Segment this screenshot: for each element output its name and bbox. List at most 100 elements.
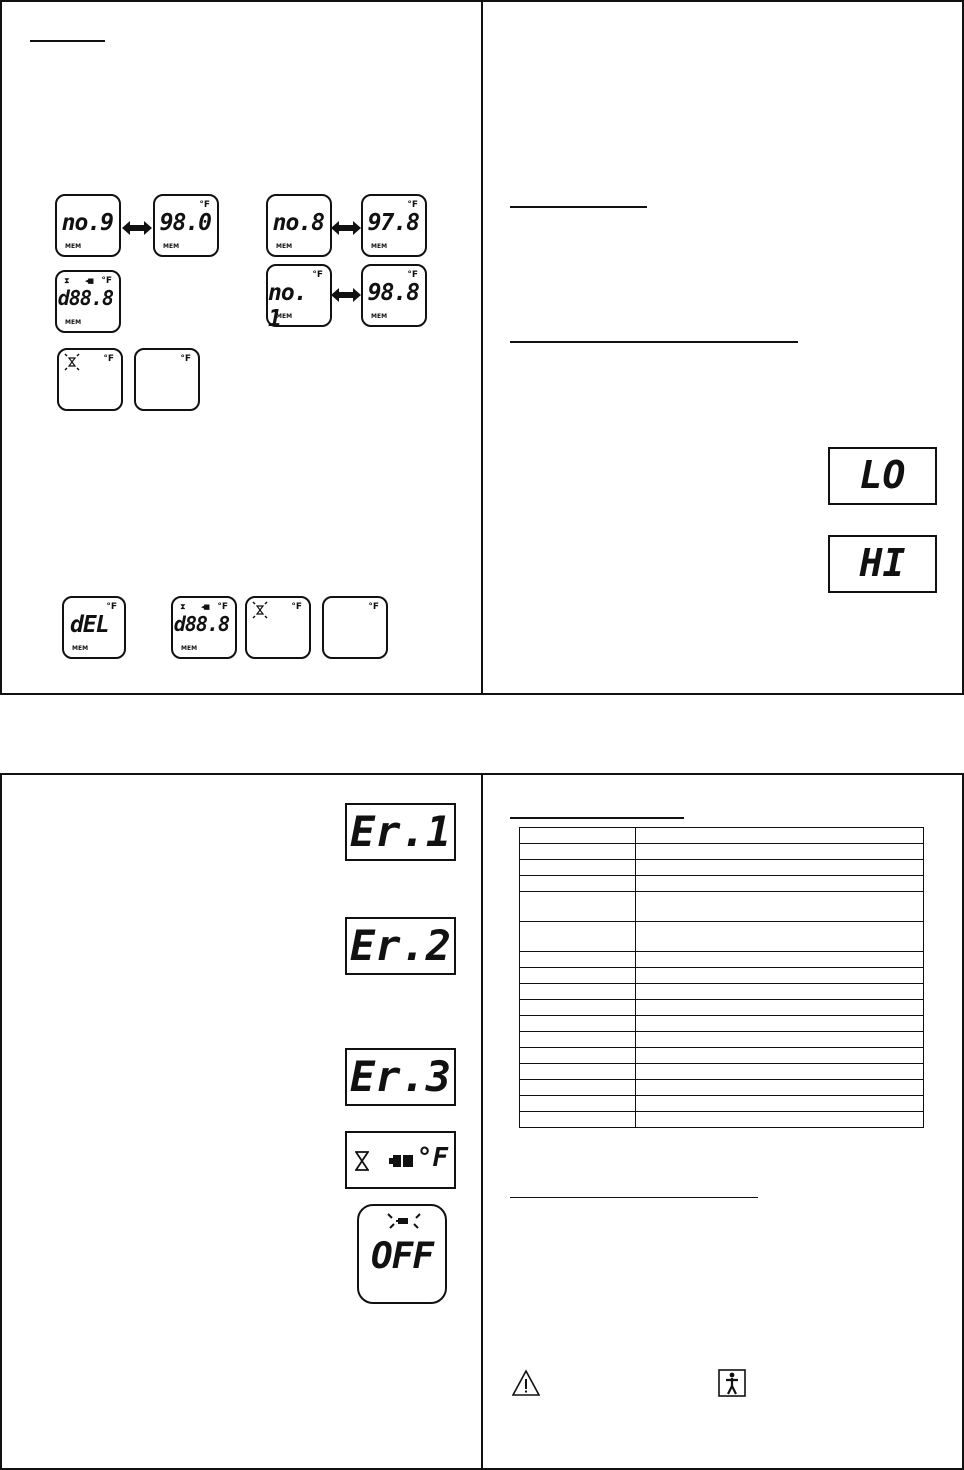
- table-cell-label: [519, 1095, 636, 1112]
- lcd-ready: °F: [322, 596, 388, 659]
- lcd-delete: °F dEL MEM: [62, 596, 126, 659]
- lcd-ready-blinking: °F: [245, 596, 311, 659]
- fahrenheit-label: °F: [101, 276, 112, 286]
- table-row: [519, 967, 924, 984]
- lcd-temp-98-0: °F 98.0 MEM: [153, 194, 219, 257]
- table-cell-label: [519, 1015, 636, 1032]
- table-cell-value: [635, 951, 924, 968]
- fahrenheit-label: °F: [217, 602, 228, 612]
- double-arrow-icon: [331, 221, 361, 235]
- section-underline: [510, 817, 684, 819]
- lcd-value: 98.0: [159, 210, 212, 236]
- table-row: [519, 859, 924, 876]
- battery-icon: ◂■: [85, 277, 94, 285]
- fahrenheit-label: °F: [291, 602, 302, 612]
- table-cell-value: [635, 827, 924, 844]
- table-cell-label: [519, 983, 636, 1000]
- table-cell-label: [519, 827, 636, 844]
- fahrenheit-label: °F: [407, 200, 418, 210]
- mem-label: MEM: [65, 243, 82, 250]
- table-cell-label: [519, 875, 636, 892]
- table-row: [519, 1063, 924, 1080]
- double-arrow-icon: [122, 221, 152, 235]
- table-cell-label: [519, 1079, 636, 1096]
- hourglass-icon: [355, 1151, 369, 1171]
- lcd-value: no.8: [272, 210, 325, 236]
- mem-label: MEM: [181, 645, 198, 652]
- table-row: [519, 1095, 924, 1112]
- table-cell-value: [635, 999, 924, 1016]
- lcd-status-icons: °F: [345, 1131, 456, 1189]
- type-b-applied-part-icon: [718, 1369, 746, 1397]
- fahrenheit-label: °F: [312, 270, 323, 280]
- table-row: [519, 1015, 924, 1032]
- blinking-hourglass-icon: [64, 353, 80, 371]
- lcd-value: no. 1: [268, 280, 308, 332]
- panel-bottom-left: [0, 773, 483, 1470]
- table-cell-value: [635, 843, 924, 860]
- table-row: [519, 875, 924, 892]
- table-cell-value: [635, 859, 924, 876]
- fahrenheit-label: °F: [180, 354, 191, 364]
- lcd-low-reading: LO: [828, 447, 937, 505]
- table-cell-label: [519, 891, 636, 922]
- lcd-ready-blinking: °F: [57, 348, 123, 411]
- table-cell-label: [519, 951, 636, 968]
- table-row: [519, 951, 924, 968]
- double-arrow-icon: [331, 288, 361, 302]
- table-cell-value: [635, 967, 924, 984]
- table-cell-label: [519, 843, 636, 860]
- table-cell-value: [635, 1079, 924, 1096]
- lcd-value: Er.2: [349, 921, 452, 970]
- lcd-ready: °F: [134, 348, 200, 411]
- mem-label: MEM: [371, 313, 388, 320]
- lcd-memory-no8: no.8 MEM: [266, 194, 332, 257]
- lcd-value: no.9: [61, 210, 114, 236]
- table-cell-label: [519, 859, 636, 876]
- table-row: [519, 999, 924, 1016]
- mem-label: MEM: [276, 243, 293, 250]
- lcd-value: HI: [859, 541, 906, 585]
- table-cell-value: [635, 1047, 924, 1064]
- lcd-value: OFF: [370, 1236, 434, 1277]
- table-cell-label: [519, 1111, 636, 1128]
- hourglass-icon: ⧗: [180, 602, 186, 611]
- table-row: [519, 921, 924, 952]
- fahrenheit-label: °F: [407, 270, 418, 280]
- table-cell-value: [635, 875, 924, 892]
- panel-bottom-right: [481, 773, 964, 1470]
- fahrenheit-label: °F: [416, 1143, 448, 1173]
- lcd-memory-no9: no.9 MEM: [55, 194, 121, 257]
- panel-top-right: [481, 0, 964, 695]
- table-cell-value: [635, 1063, 924, 1080]
- warning-triangle-icon: [512, 1369, 540, 1396]
- lcd-temp-97-8: °F 97.8 MEM: [361, 194, 427, 257]
- table-row: [519, 1111, 924, 1128]
- lcd-value: Er.3: [349, 1052, 452, 1101]
- mem-label: MEM: [163, 243, 180, 250]
- section-underline: [510, 341, 798, 343]
- mem-label: MEM: [65, 319, 82, 326]
- table-cell-value: [635, 1095, 924, 1112]
- lcd-temp-98-8: °F 98.8 MEM: [361, 264, 427, 327]
- table-row: [519, 983, 924, 1000]
- table-cell-value: [635, 1015, 924, 1032]
- table-cell-value: [635, 1031, 924, 1048]
- table-cell-value: [635, 891, 924, 922]
- table-cell-label: [519, 1047, 636, 1064]
- table-row: [519, 1031, 924, 1048]
- battery-icon: ◂■: [201, 603, 210, 611]
- lcd-error-2: Er.2: [345, 917, 456, 975]
- section-underline: [510, 1197, 758, 1198]
- lcd-value: d88.8: [57, 286, 114, 310]
- table-cell-label: [519, 967, 636, 984]
- lcd-value: LO: [859, 453, 906, 497]
- fahrenheit-label: °F: [199, 200, 210, 210]
- blinking-hourglass-icon: [252, 601, 268, 619]
- section-underline: [30, 40, 105, 42]
- lcd-full-display: ⧗ ◂■ °F d88.8 MEM: [55, 270, 121, 333]
- table-cell-label: [519, 1031, 636, 1048]
- lcd-value: Er.1: [349, 807, 452, 856]
- lcd-error-3: Er.3: [345, 1048, 456, 1106]
- lcd-value: d88.8: [173, 612, 230, 636]
